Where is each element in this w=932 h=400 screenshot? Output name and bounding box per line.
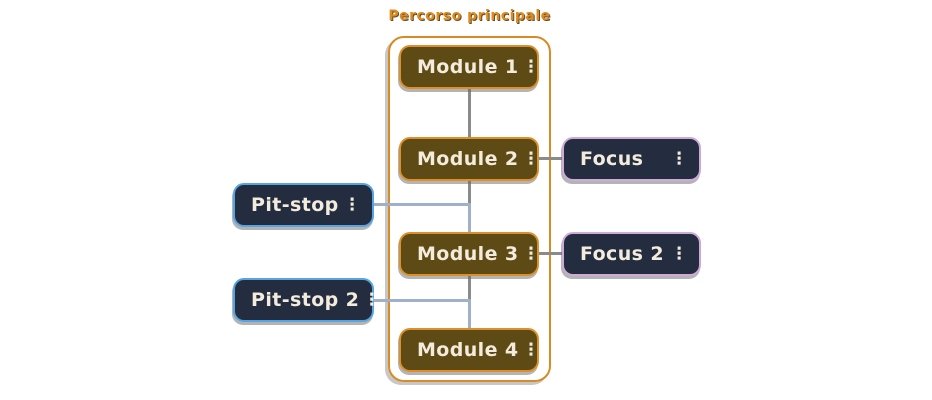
kebab-menu-icon[interactable]: ⋮	[522, 56, 540, 77]
node-module-1-label: Module 1	[417, 56, 519, 78]
main-path-group[interactable]	[388, 36, 551, 382]
node-pit-stop-label: Pit-stop	[251, 194, 339, 216]
kebab-menu-icon[interactable]: ⋮	[670, 243, 688, 264]
edge-pitstop2-module4	[468, 299, 471, 328]
node-module-3[interactable]: Module 3 ⋮	[399, 232, 540, 276]
kebab-menu-icon[interactable]: ⋮	[522, 148, 540, 169]
node-focus-2-label: Focus 2	[580, 243, 664, 265]
node-focus-2[interactable]: Focus 2 ⋮	[562, 232, 701, 276]
node-module-2-label: Module 2	[417, 148, 519, 170]
node-pit-stop-2[interactable]: Pit-stop 2 ⋮	[233, 278, 380, 322]
node-focus-label: Focus	[580, 148, 644, 170]
edge-pitstop-junction	[373, 203, 470, 206]
edge-module2-focus	[537, 157, 562, 160]
kebab-menu-icon[interactable]: ⋮	[343, 194, 361, 215]
node-module-1[interactable]: Module 1 ⋮	[399, 45, 540, 89]
node-module-3-label: Module 3	[417, 243, 519, 265]
kebab-menu-icon[interactable]: ⋮	[363, 289, 381, 310]
node-module-4-label: Module 4	[417, 339, 519, 361]
group-label: Percorso principale	[388, 8, 551, 24]
kebab-menu-icon[interactable]: ⋮	[522, 339, 540, 360]
kebab-menu-icon[interactable]: ⋮	[670, 148, 688, 169]
node-pit-stop-2-label: Pit-stop 2	[251, 289, 360, 311]
edge-pitstop2-junction	[373, 299, 470, 302]
node-module-2[interactable]: Module 2 ⋮	[399, 137, 540, 181]
edge-module3-focus2	[537, 252, 562, 255]
kebab-menu-icon[interactable]: ⋮	[522, 243, 540, 264]
edge-module1-module2	[468, 89, 471, 137]
node-focus[interactable]: Focus ⋮	[562, 137, 701, 181]
node-pit-stop[interactable]: Pit-stop ⋮	[233, 183, 374, 227]
edge-pitstop-module3	[468, 203, 471, 232]
node-module-4[interactable]: Module 4 ⋮	[399, 328, 540, 372]
